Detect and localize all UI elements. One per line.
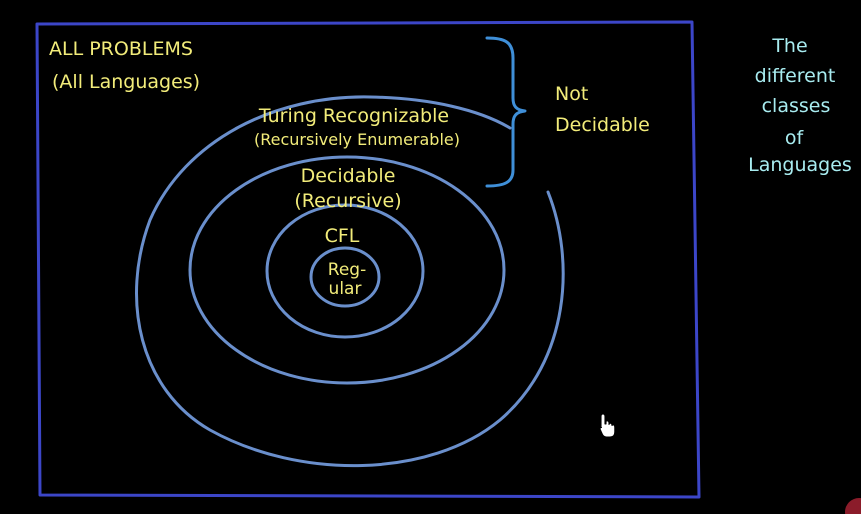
turing-recognizable-label: Turing Recognizable (258, 105, 449, 127)
all-problems-frame (35, 20, 701, 499)
not-decidable-label-top: Not (555, 83, 588, 105)
caption-line-3: classes (762, 95, 831, 117)
regular-label-bottom: ular (329, 279, 362, 299)
hand-pointer-icon (599, 413, 616, 438)
not-decidable-label-bottom: Decidable (555, 114, 650, 136)
regular-ring (309, 246, 381, 308)
not-decidable-brace (485, 36, 527, 188)
turing-recognizable-ring (135, 95, 565, 468)
caption-line-1: The (771, 35, 807, 57)
all-problems-title: ALL PROBLEMS (49, 38, 193, 60)
recursively-enumerable-label: (Recursively Enumerable) (254, 130, 460, 149)
recursive-label: (Recursive) (294, 190, 401, 212)
regular-label-top: Reg- (328, 260, 366, 280)
decidable-label: Decidable (301, 165, 396, 187)
caption-line-5: Languages (748, 154, 852, 176)
decidable-ring (188, 155, 506, 385)
cfl-label: CFL (325, 225, 360, 247)
cfl-ring (265, 203, 425, 339)
caption-line-4: of (785, 127, 805, 149)
red-circle-badge (845, 498, 861, 514)
all-languages-subtitle: (All Languages) (52, 71, 200, 93)
caption-line-2: different (755, 65, 836, 87)
